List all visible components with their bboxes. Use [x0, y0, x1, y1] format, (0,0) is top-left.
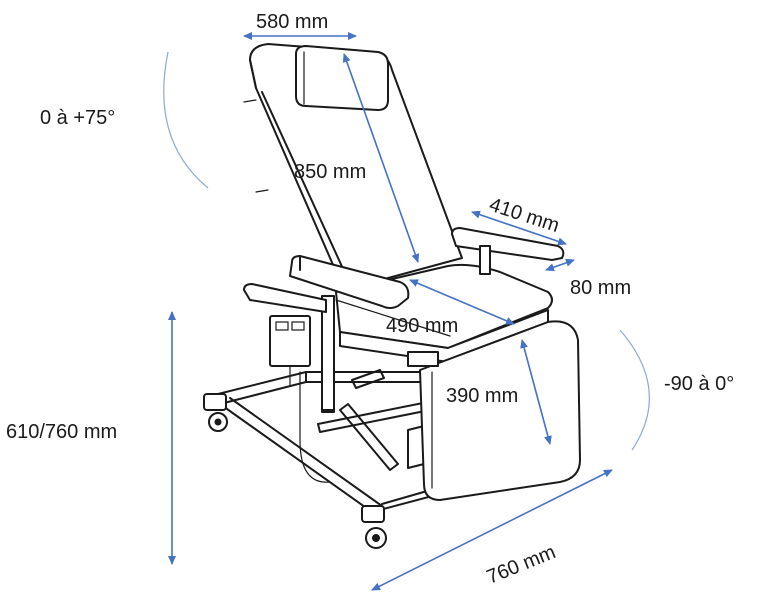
dim-line-backrest-height: [342, 53, 420, 263]
chair-illustration: [203, 43, 581, 549]
label-backrest-angle: 0 à +75°: [40, 107, 115, 129]
headrest: [295, 45, 389, 111]
chair-column: [321, 295, 335, 413]
label-seat-height: 610/760 mm: [6, 421, 117, 443]
dim-line-armrest-length: [471, 210, 567, 246]
wheel-front-left: [203, 393, 228, 432]
label-armrest-width: 80 mm: [570, 277, 631, 299]
label-total-length: 760 mm: [484, 541, 559, 588]
dim-line-armrest-width: [545, 258, 575, 272]
label-legrest-length: 390 mm: [446, 385, 518, 407]
arc-legrest-angle: [619, 329, 650, 451]
dimension-lines: 580 mm 0 à +75° 850 mm 410 mm 80 mm 490 …: [6, 11, 734, 591]
dim-line-total-length: [371, 469, 613, 591]
dim-line-legrest-length: [520, 339, 552, 445]
label-legrest-angle: -90 à 0°: [664, 373, 734, 395]
wheel-front-right: [361, 505, 387, 549]
label-width-top: 580 mm: [256, 11, 328, 33]
arc-backrest-angle: [163, 51, 209, 189]
control-box: [269, 315, 311, 387]
dim-line-seat-depth: [409, 279, 515, 325]
armrest-left: [243, 255, 410, 313]
label-seat-depth: 490 mm: [386, 315, 458, 337]
label-backrest-height: 850 mm: [294, 161, 366, 183]
